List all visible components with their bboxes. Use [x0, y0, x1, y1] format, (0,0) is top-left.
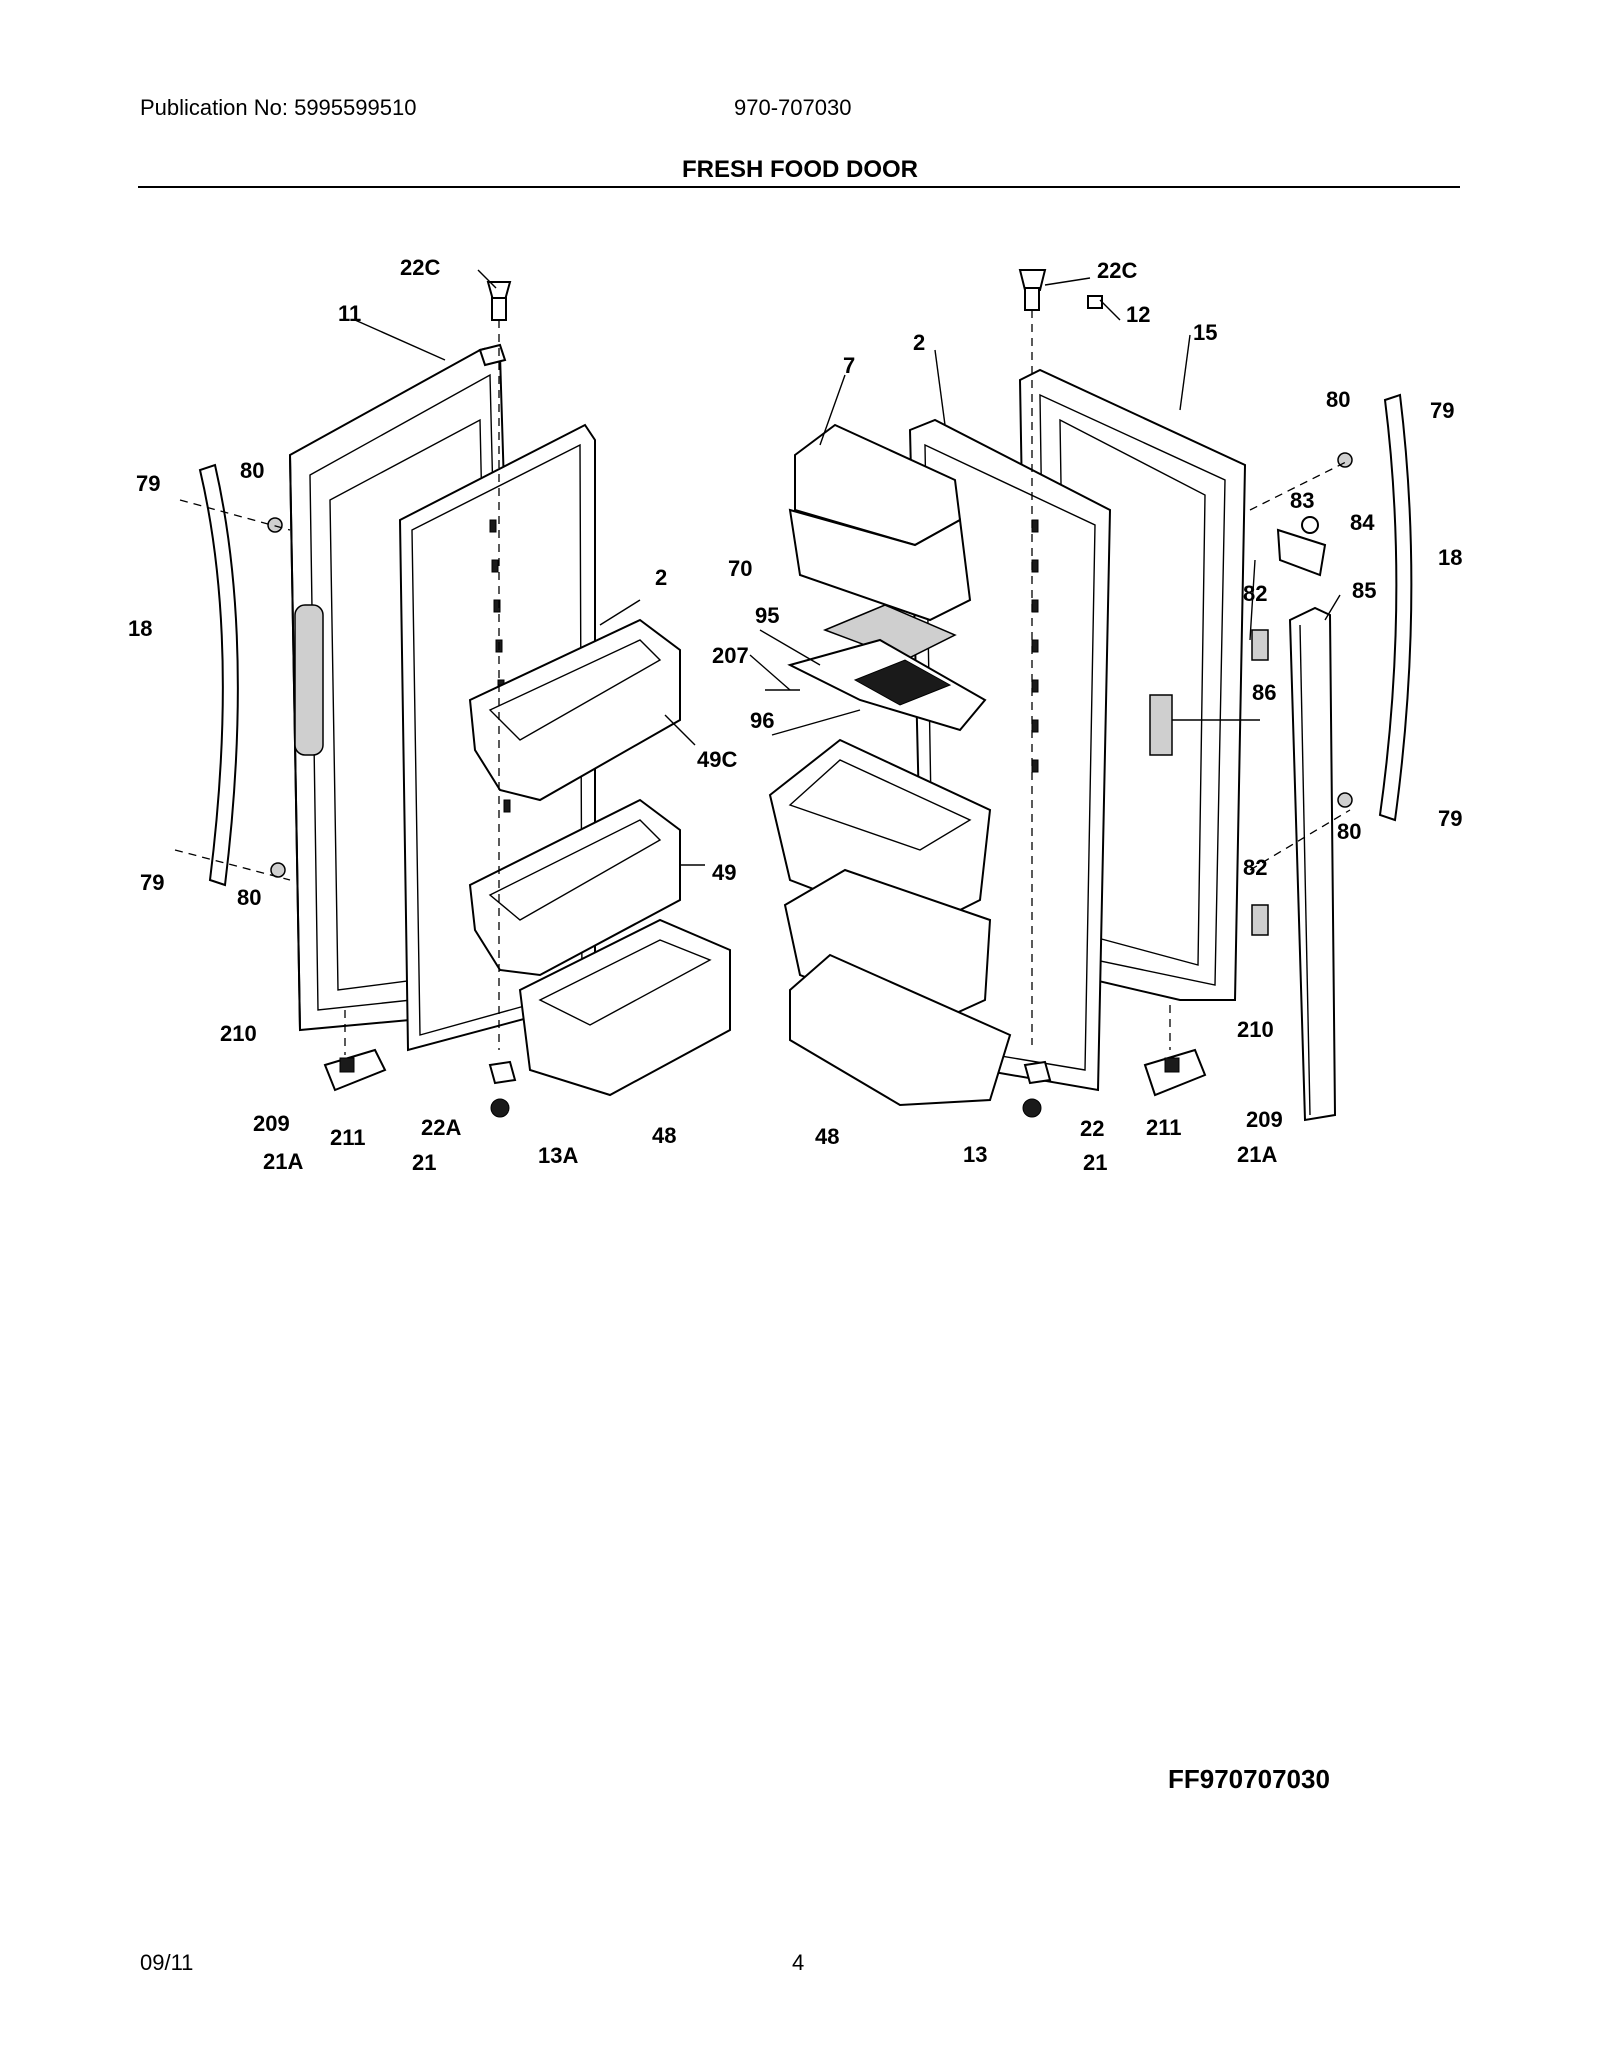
callout-80-right-bottom: 80: [1337, 819, 1361, 844]
leader-lines: [354, 269, 1341, 866]
callout-21a-right: 21A: [1237, 1142, 1277, 1167]
callout-86: 86: [1252, 680, 1276, 705]
right-bottom-bin: [789, 953, 1012, 1107]
callout-96: 96: [750, 708, 774, 733]
left-handle: [198, 463, 239, 887]
callout-labels: 22C 11 79 80 18 79 80 2 49C 49 210 209 2…: [128, 255, 1462, 1175]
callout-48-right: 48: [815, 1124, 839, 1149]
left-upper-bin: [468, 618, 681, 802]
right-door-mullion: [1288, 606, 1337, 1122]
left-hinge-parts: [267, 281, 517, 1118]
right-handle: [1378, 393, 1413, 822]
page-title: FRESH FOOD DOOR: [681, 156, 918, 183]
callout-80-left-bottom: 80: [237, 885, 261, 910]
publication-number: Publication No: 5995599510: [140, 95, 417, 120]
callout-84: 84: [1350, 510, 1375, 535]
callout-79-right-bottom: 79: [1438, 806, 1462, 831]
left-lower-bin: [468, 798, 681, 977]
revision-date: 09/11: [140, 1950, 194, 1975]
callout-18-right: 18: [1438, 545, 1462, 570]
callout-22c-right: 22C: [1097, 258, 1137, 283]
callout-18-left: 18: [128, 616, 152, 641]
callout-82-right-top: 82: [1243, 581, 1267, 606]
model-number: 970-707030: [734, 95, 852, 120]
exploded-parts-diagram: 22C 11 79 80 18 79 80 2 49C 49 210 209 2…: [128, 255, 1462, 1175]
callout-80-left-top: 80: [240, 458, 264, 483]
right-dairy-compartment: [787, 423, 987, 732]
callout-13a: 13A: [538, 1143, 578, 1168]
callout-70: 70: [728, 556, 752, 581]
callout-209-right: 209: [1246, 1107, 1283, 1132]
callout-22a: 22A: [421, 1115, 461, 1140]
callout-13: 13: [963, 1142, 987, 1167]
callout-83: 83: [1290, 488, 1314, 513]
callout-211-right: 211: [1146, 1115, 1182, 1140]
callout-7: 7: [843, 353, 855, 378]
page-number: 4: [792, 1950, 805, 1975]
callout-49c: 49C: [697, 747, 737, 772]
left-door-handle-recess: [294, 604, 324, 756]
left-bottom-bin: [518, 918, 731, 1097]
callout-15: 15: [1193, 320, 1217, 345]
callout-207: 207: [712, 643, 749, 668]
callout-21a-left: 21A: [263, 1149, 303, 1174]
callout-2-right: 2: [913, 330, 925, 355]
title-rule: [138, 186, 1460, 188]
callout-21-right: 21: [1083, 1150, 1107, 1175]
assembly-dash-lines: [174, 310, 1351, 1055]
callout-82-right-bottom: 82: [1243, 855, 1267, 880]
callout-2-left: 2: [655, 565, 667, 590]
callout-21-left: 21: [412, 1150, 436, 1175]
callout-22c-left: 22C: [400, 255, 440, 280]
callout-79-left-bottom: 79: [140, 870, 164, 895]
callout-48-left: 48: [652, 1123, 676, 1148]
callout-79-right-top: 79: [1430, 398, 1454, 423]
right-door-switch: [1149, 694, 1173, 756]
callout-79-left-top: 79: [136, 471, 160, 496]
callout-11: 11: [338, 301, 361, 326]
callout-22: 22: [1080, 1116, 1104, 1141]
callout-49: 49: [712, 860, 736, 885]
right-door-dikes: [1031, 519, 1039, 773]
diagram-code: FF970707030: [1168, 1764, 1330, 1794]
callout-85: 85: [1352, 578, 1376, 603]
callout-211-left: 211: [330, 1125, 366, 1150]
callout-12: 12: [1126, 302, 1150, 327]
callout-210-right: 210: [1237, 1017, 1274, 1042]
callout-209-left: 209: [253, 1111, 290, 1136]
callout-80-right-top: 80: [1326, 387, 1350, 412]
callout-95: 95: [755, 603, 779, 628]
callout-210-left: 210: [220, 1021, 257, 1046]
